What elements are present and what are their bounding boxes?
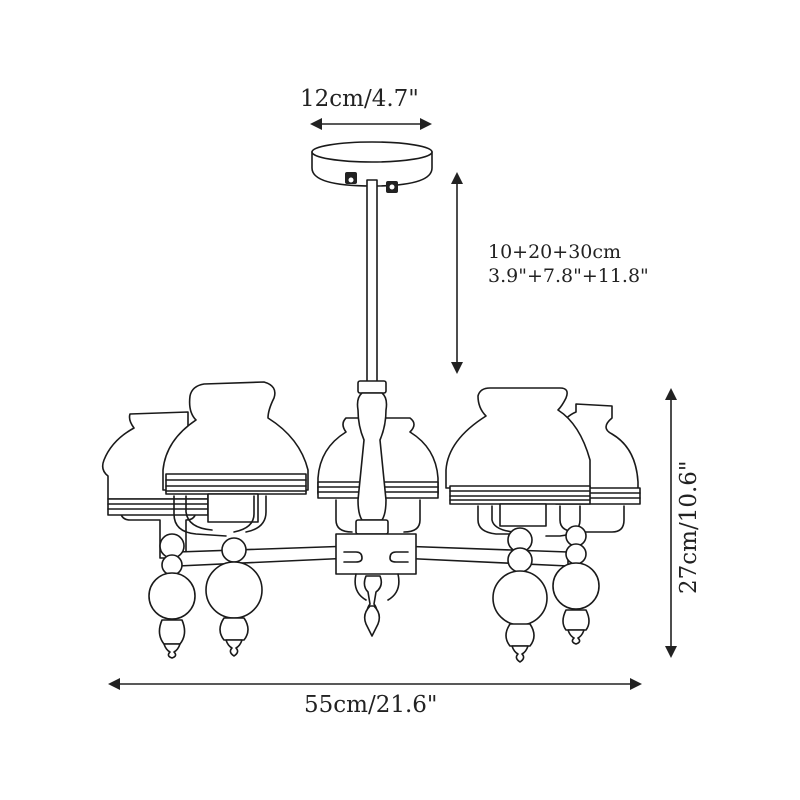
shade-front-left (162, 381, 309, 537)
drop-length-imperial: 3.9"+7.8"+11.8" (488, 265, 649, 287)
canopy-width-arrow (310, 118, 432, 130)
drop-length-metric: 10+20+30cm (488, 241, 622, 263)
hub (335, 533, 417, 637)
canopy (311, 141, 433, 193)
height-arrow (665, 388, 677, 658)
width-label: 55cm/21.6" (304, 692, 438, 718)
shade-front-right (445, 387, 591, 537)
width-arrow (108, 678, 642, 690)
finial-far-left (148, 533, 196, 659)
finial-front-right (492, 527, 548, 663)
drop-length-label: 10+20+30cm 3.9"+7.8"+11.8" (488, 240, 649, 288)
downrod (366, 179, 378, 383)
height-label: 27cm/10.6" (676, 460, 702, 595)
finial-front-left (205, 537, 263, 657)
center-column (355, 380, 389, 535)
finial-far-right (552, 525, 600, 645)
drop-length-arrow (451, 172, 463, 374)
canopy-width-label: 12cm/4.7" (300, 86, 419, 112)
